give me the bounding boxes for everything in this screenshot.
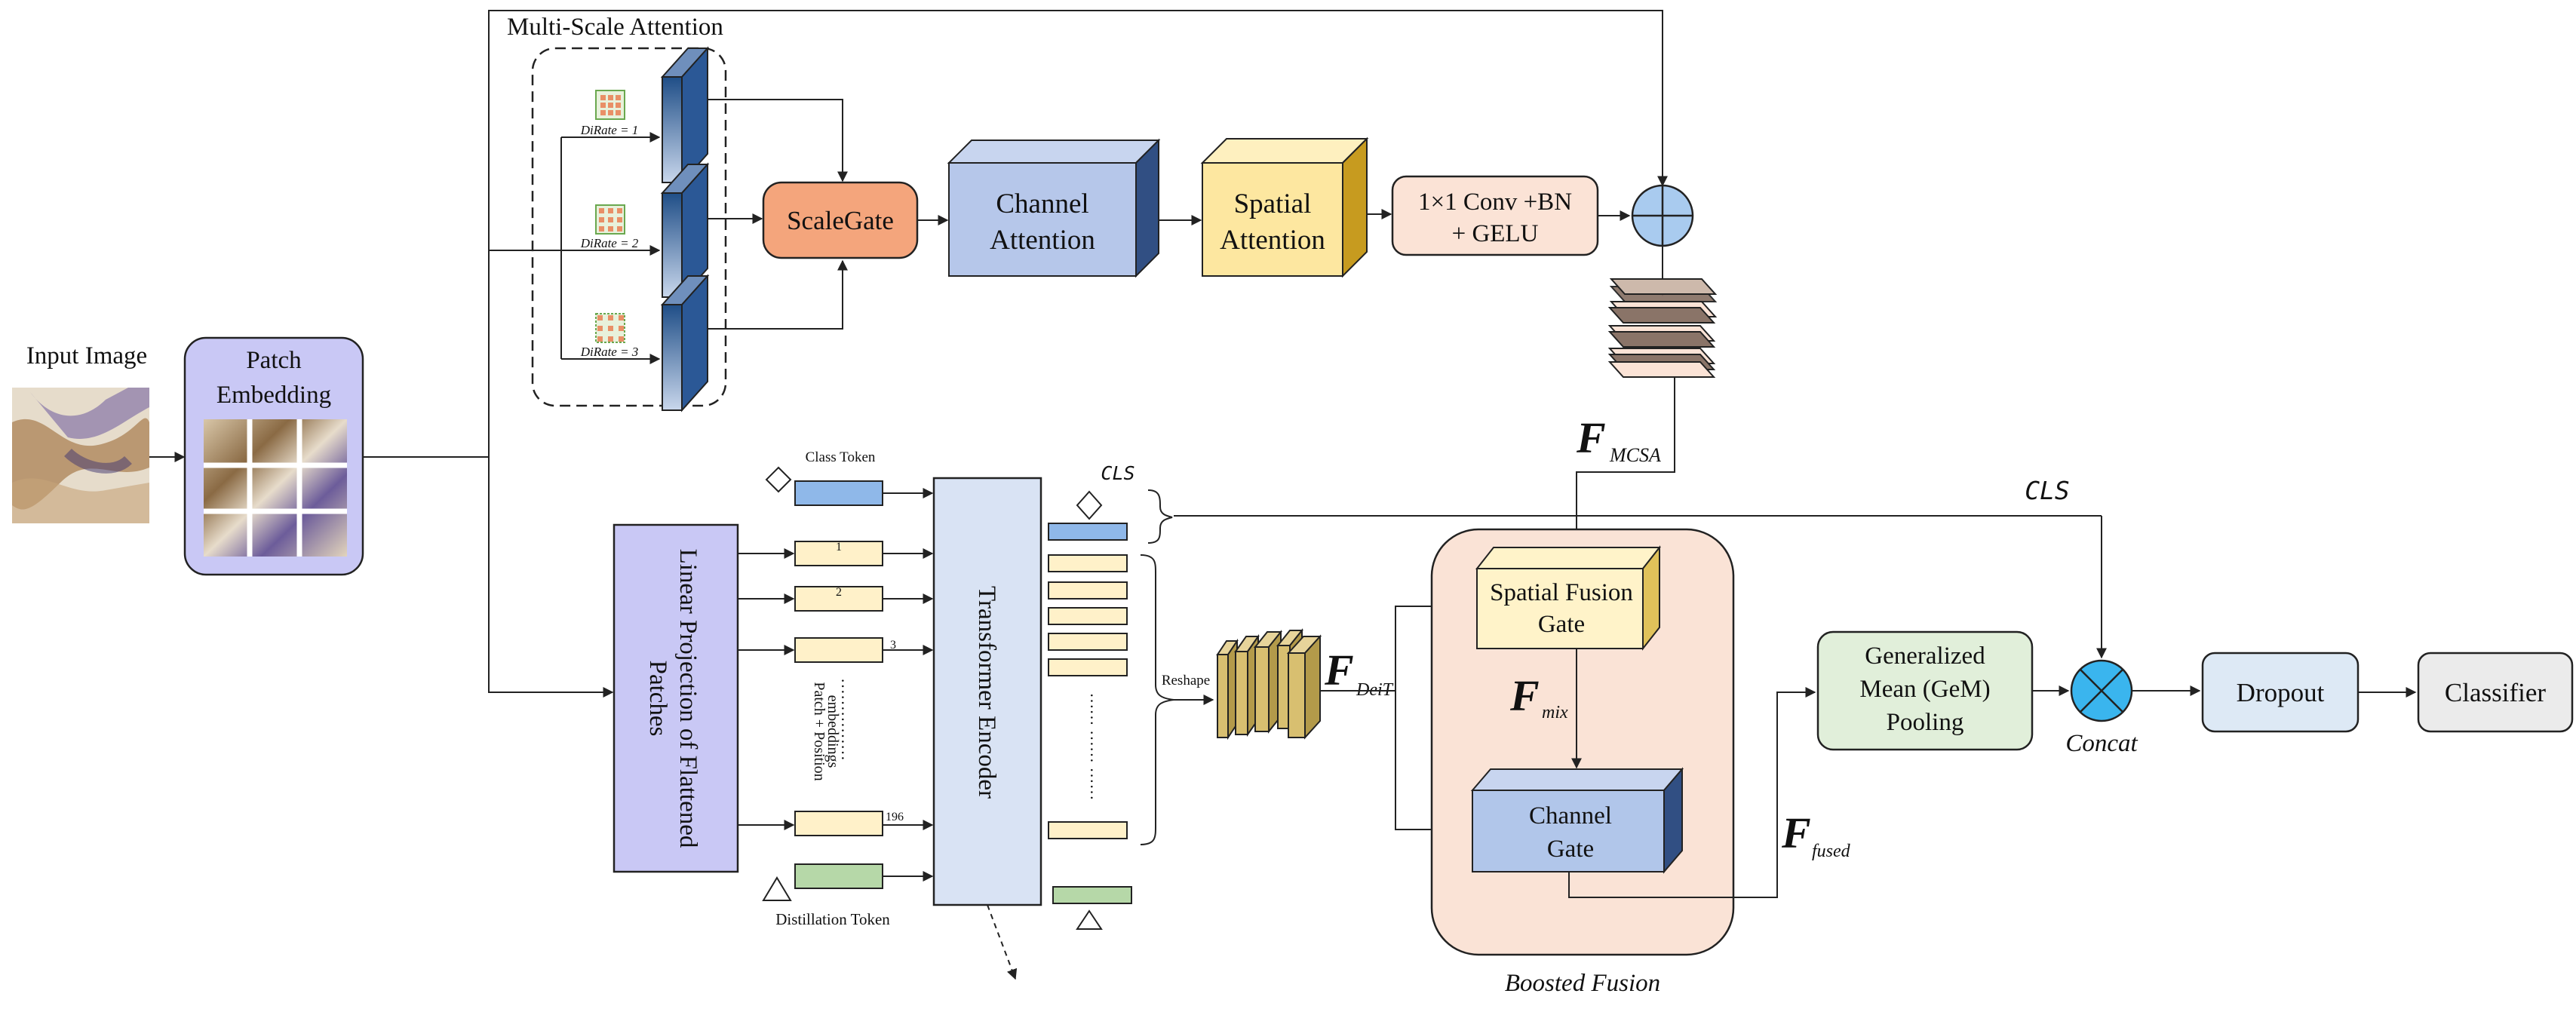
cls-small-label: CLS	[1101, 462, 1134, 484]
token-1-number: 1	[836, 541, 842, 554]
dropout-label: Dropout	[2237, 678, 2325, 707]
cls-big-label: CLS	[2025, 476, 2070, 505]
dirate-3-label: DiRate = 3	[580, 345, 639, 359]
conv-label-1: 1×1 Conv +BN	[1418, 189, 1572, 216]
output-distillation-bar	[1052, 886, 1132, 904]
boosted-fusion-title: Boosted Fusion	[1505, 970, 1660, 997]
add-operator-icon	[1631, 184, 1694, 247]
dropout-block: Dropout	[2201, 652, 2360, 733]
msa-dashed-box	[531, 47, 727, 407]
linear-projection-label-1: Linear Projection of Flattened	[674, 549, 702, 848]
channel-gate-block: Channel Gate	[1470, 767, 1684, 874]
distillation-token-bar	[794, 863, 883, 889]
class-token-label: Class Token	[806, 449, 876, 465]
patch-embedding-block: Patch Embedding	[183, 336, 364, 576]
patch-token-1	[794, 541, 883, 566]
linear-projection-block: Linear Projection of Flattened Patches	[613, 523, 739, 873]
token-3-number: 3	[890, 639, 896, 652]
distillation-token-label: Distillation Token	[775, 910, 890, 928]
token-ellipsis: ……………	[838, 678, 857, 761]
dilated-conv-slab-2	[660, 162, 710, 299]
gem-label-3: Pooling	[1887, 709, 1964, 736]
mcsa-feature-stack	[1607, 278, 1718, 378]
spatial-attention-label-2: Attention	[1220, 225, 1325, 256]
reshape-label: Reshape	[1162, 673, 1210, 688]
class-token-bar	[794, 480, 883, 506]
channel-attention-label-2: Attention	[990, 225, 1095, 256]
transformer-encoder-label: Transformer Encoder	[973, 586, 1000, 799]
patch-token-3	[794, 637, 883, 663]
channel-attention-label-1: Channel	[996, 189, 1088, 219]
concat-label: Concat	[2065, 730, 2138, 757]
patch-embedding-label-2: Embedding	[216, 382, 331, 409]
output-patch-bars	[1048, 554, 1128, 839]
output-cls-bar	[1048, 523, 1128, 541]
distillation-token-triangle-icon	[762, 876, 792, 901]
patch-token-196	[794, 811, 883, 836]
dilation-kernel-1	[595, 90, 625, 120]
deit-feature-slabs	[1216, 628, 1322, 741]
f-fused-main: F	[1781, 808, 1811, 857]
spatial-fusion-gate-block: Spatial Fusion Gate	[1475, 545, 1662, 651]
gem-label-1: Generalized	[1865, 642, 1985, 670]
patch-position-label-2: embeddings	[824, 695, 841, 768]
msa-title: Multi-Scale Attention	[507, 14, 723, 41]
channel-gate-label-1: Channel	[1529, 802, 1612, 830]
dilated-conv-slab-1	[660, 46, 710, 185]
spatial-fusion-label-2: Gate	[1538, 611, 1585, 638]
f-mix-main: F	[1509, 671, 1540, 720]
conv-bn-gelu-block: 1×1 Conv +BN + GELU	[1391, 175, 1599, 256]
patch-position-label-1: Patch + Position	[811, 682, 827, 780]
spatial-attention-label-1: Spatial	[1234, 189, 1312, 219]
dilation-kernel-3	[595, 313, 625, 343]
channel-attention-block: Channel Attention	[947, 138, 1161, 278]
class-token-diamond-icon	[765, 466, 792, 493]
linear-projection-label-2: Patches	[644, 661, 671, 737]
input-image-label: Input Image	[26, 342, 147, 370]
token-196-number: 196	[886, 811, 904, 823]
f-fused-sub: fused	[1812, 842, 1851, 861]
gem-pooling-block: Generalized Mean (GeM) Pooling	[1816, 630, 2034, 751]
dirate-2-label: DiRate = 2	[580, 236, 639, 250]
patch-grid	[204, 419, 347, 557]
dirate-1-label: DiRate = 1	[580, 123, 639, 137]
concat-operator-icon	[2070, 659, 2133, 722]
output-distillation-triangle-icon	[1076, 909, 1103, 930]
scalegate-label: ScaleGate	[787, 206, 894, 235]
gem-label-2: Mean (GeM)	[1859, 676, 1990, 703]
f-mcsa-main: F	[1576, 413, 1606, 462]
f-mcsa-sub: MCSA	[1609, 444, 1661, 466]
conv-label-2: + GELU	[1452, 220, 1539, 247]
token-2-number: 2	[836, 586, 842, 599]
transformer-encoder-block: Transformer Encoder	[932, 477, 1042, 906]
patch-embedding-label-1: Patch	[246, 347, 302, 374]
spatial-attention-block: Spatial Attention	[1200, 136, 1369, 278]
dilated-conv-slab-3	[660, 274, 710, 412]
output-ellipsis: …… …… ……	[1087, 693, 1106, 801]
scalegate-block: ScaleGate	[762, 181, 919, 259]
f-deit-main: F	[1324, 646, 1354, 695]
input-image	[12, 388, 149, 523]
spatial-fusion-label-1: Spatial Fusion	[1490, 579, 1633, 606]
dilation-kernel-2	[595, 204, 625, 235]
classifier-label: Classifier	[2445, 678, 2546, 707]
channel-gate-label-2: Gate	[1547, 836, 1594, 863]
f-mix-sub: mix	[1542, 703, 1568, 722]
output-cls-diamond-icon	[1076, 490, 1103, 520]
classifier-block: Classifier	[2417, 652, 2574, 733]
